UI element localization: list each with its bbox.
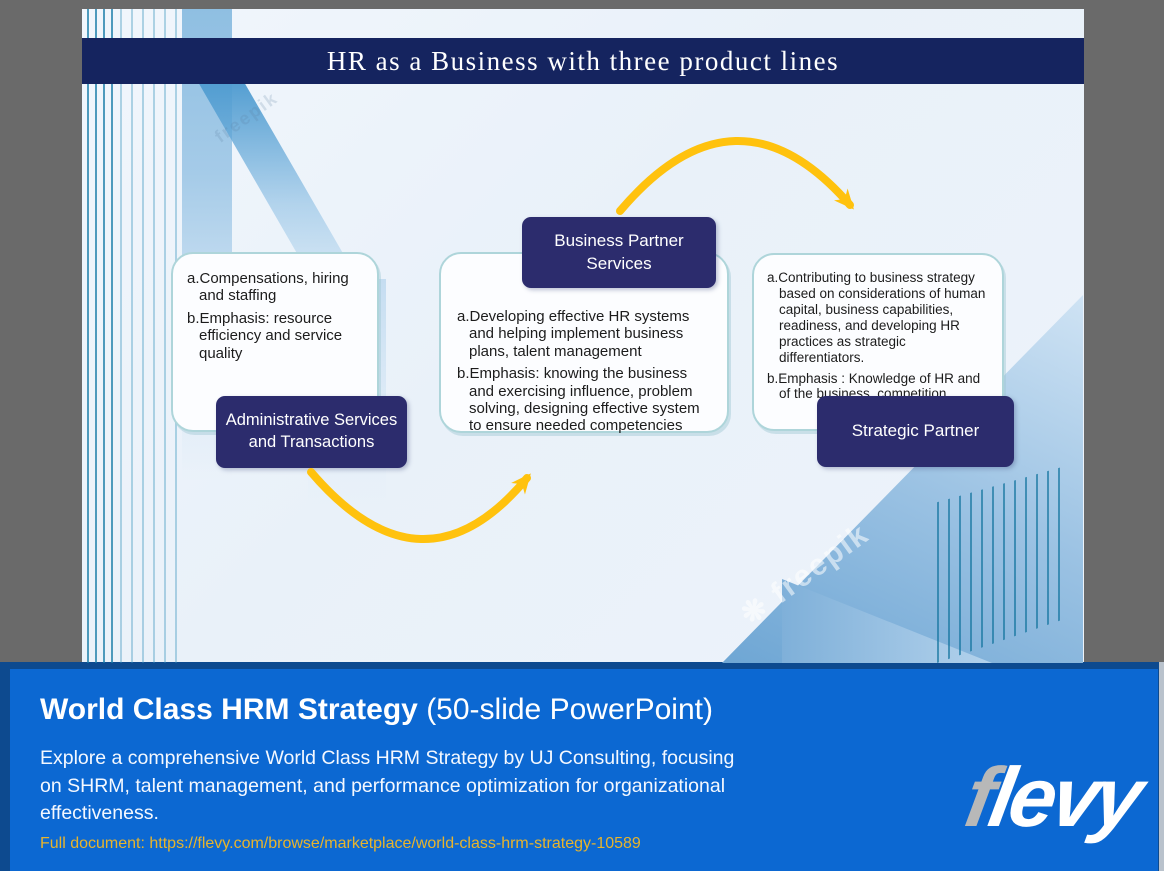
document-title: World Class HRM Strategy (50-slide Power… (40, 693, 713, 727)
slide-preview: freepik ❋ freepik HR as a Business with … (82, 9, 1084, 663)
business-partner-label: Business Partner Services (522, 217, 716, 288)
full-document-link[interactable]: Full document: https://flevy.com/browse/… (40, 835, 641, 852)
bullet-point: b.Emphasis: knowing the business and exe… (457, 365, 700, 435)
business-partner-label-text: Business Partner Services (554, 231, 684, 273)
bullet-point: b.Emphasis: resource efficiency and serv… (187, 309, 343, 362)
document-title-suffix: (50-slide PowerPoint) (417, 693, 713, 726)
bullet-point: a.Developing effective HR systems and he… (457, 308, 690, 360)
slide-title: HR as a Business with three product line… (326, 45, 840, 76)
strategic-partner-label: Strategic Partner (817, 396, 1014, 467)
document-title-bold: World Class HRM Strategy (40, 693, 418, 726)
admin-services-label-text: Administrative Services and Transactions (225, 411, 398, 451)
bullet-point: a.Contributing to business strategy base… (767, 270, 986, 365)
arrow-business-to-strategic (616, 137, 854, 215)
left-stripes-decoration-dense (87, 9, 119, 663)
flevy-logo-rest: levy (982, 750, 1147, 844)
admin-services-label: Administrative Services and Transactions (216, 396, 407, 468)
slide-title-bar: HR as a Business with three product line… (82, 38, 1084, 84)
right-edge-strip (1159, 662, 1164, 871)
bullet-point: a.Compensations, hiring and staffing (187, 270, 349, 305)
flevy-logo: flevy (958, 750, 1146, 844)
document-description: Explore a comprehensive World Class HRM … (40, 747, 735, 825)
flevy-promo-footer-inner: World Class HRM Strategy (50-slide Power… (10, 669, 1158, 871)
strategic-partner-label-text: Strategic Partner (851, 421, 980, 441)
flevy-promo-footer: World Class HRM Strategy (50-slide Power… (0, 662, 1164, 871)
